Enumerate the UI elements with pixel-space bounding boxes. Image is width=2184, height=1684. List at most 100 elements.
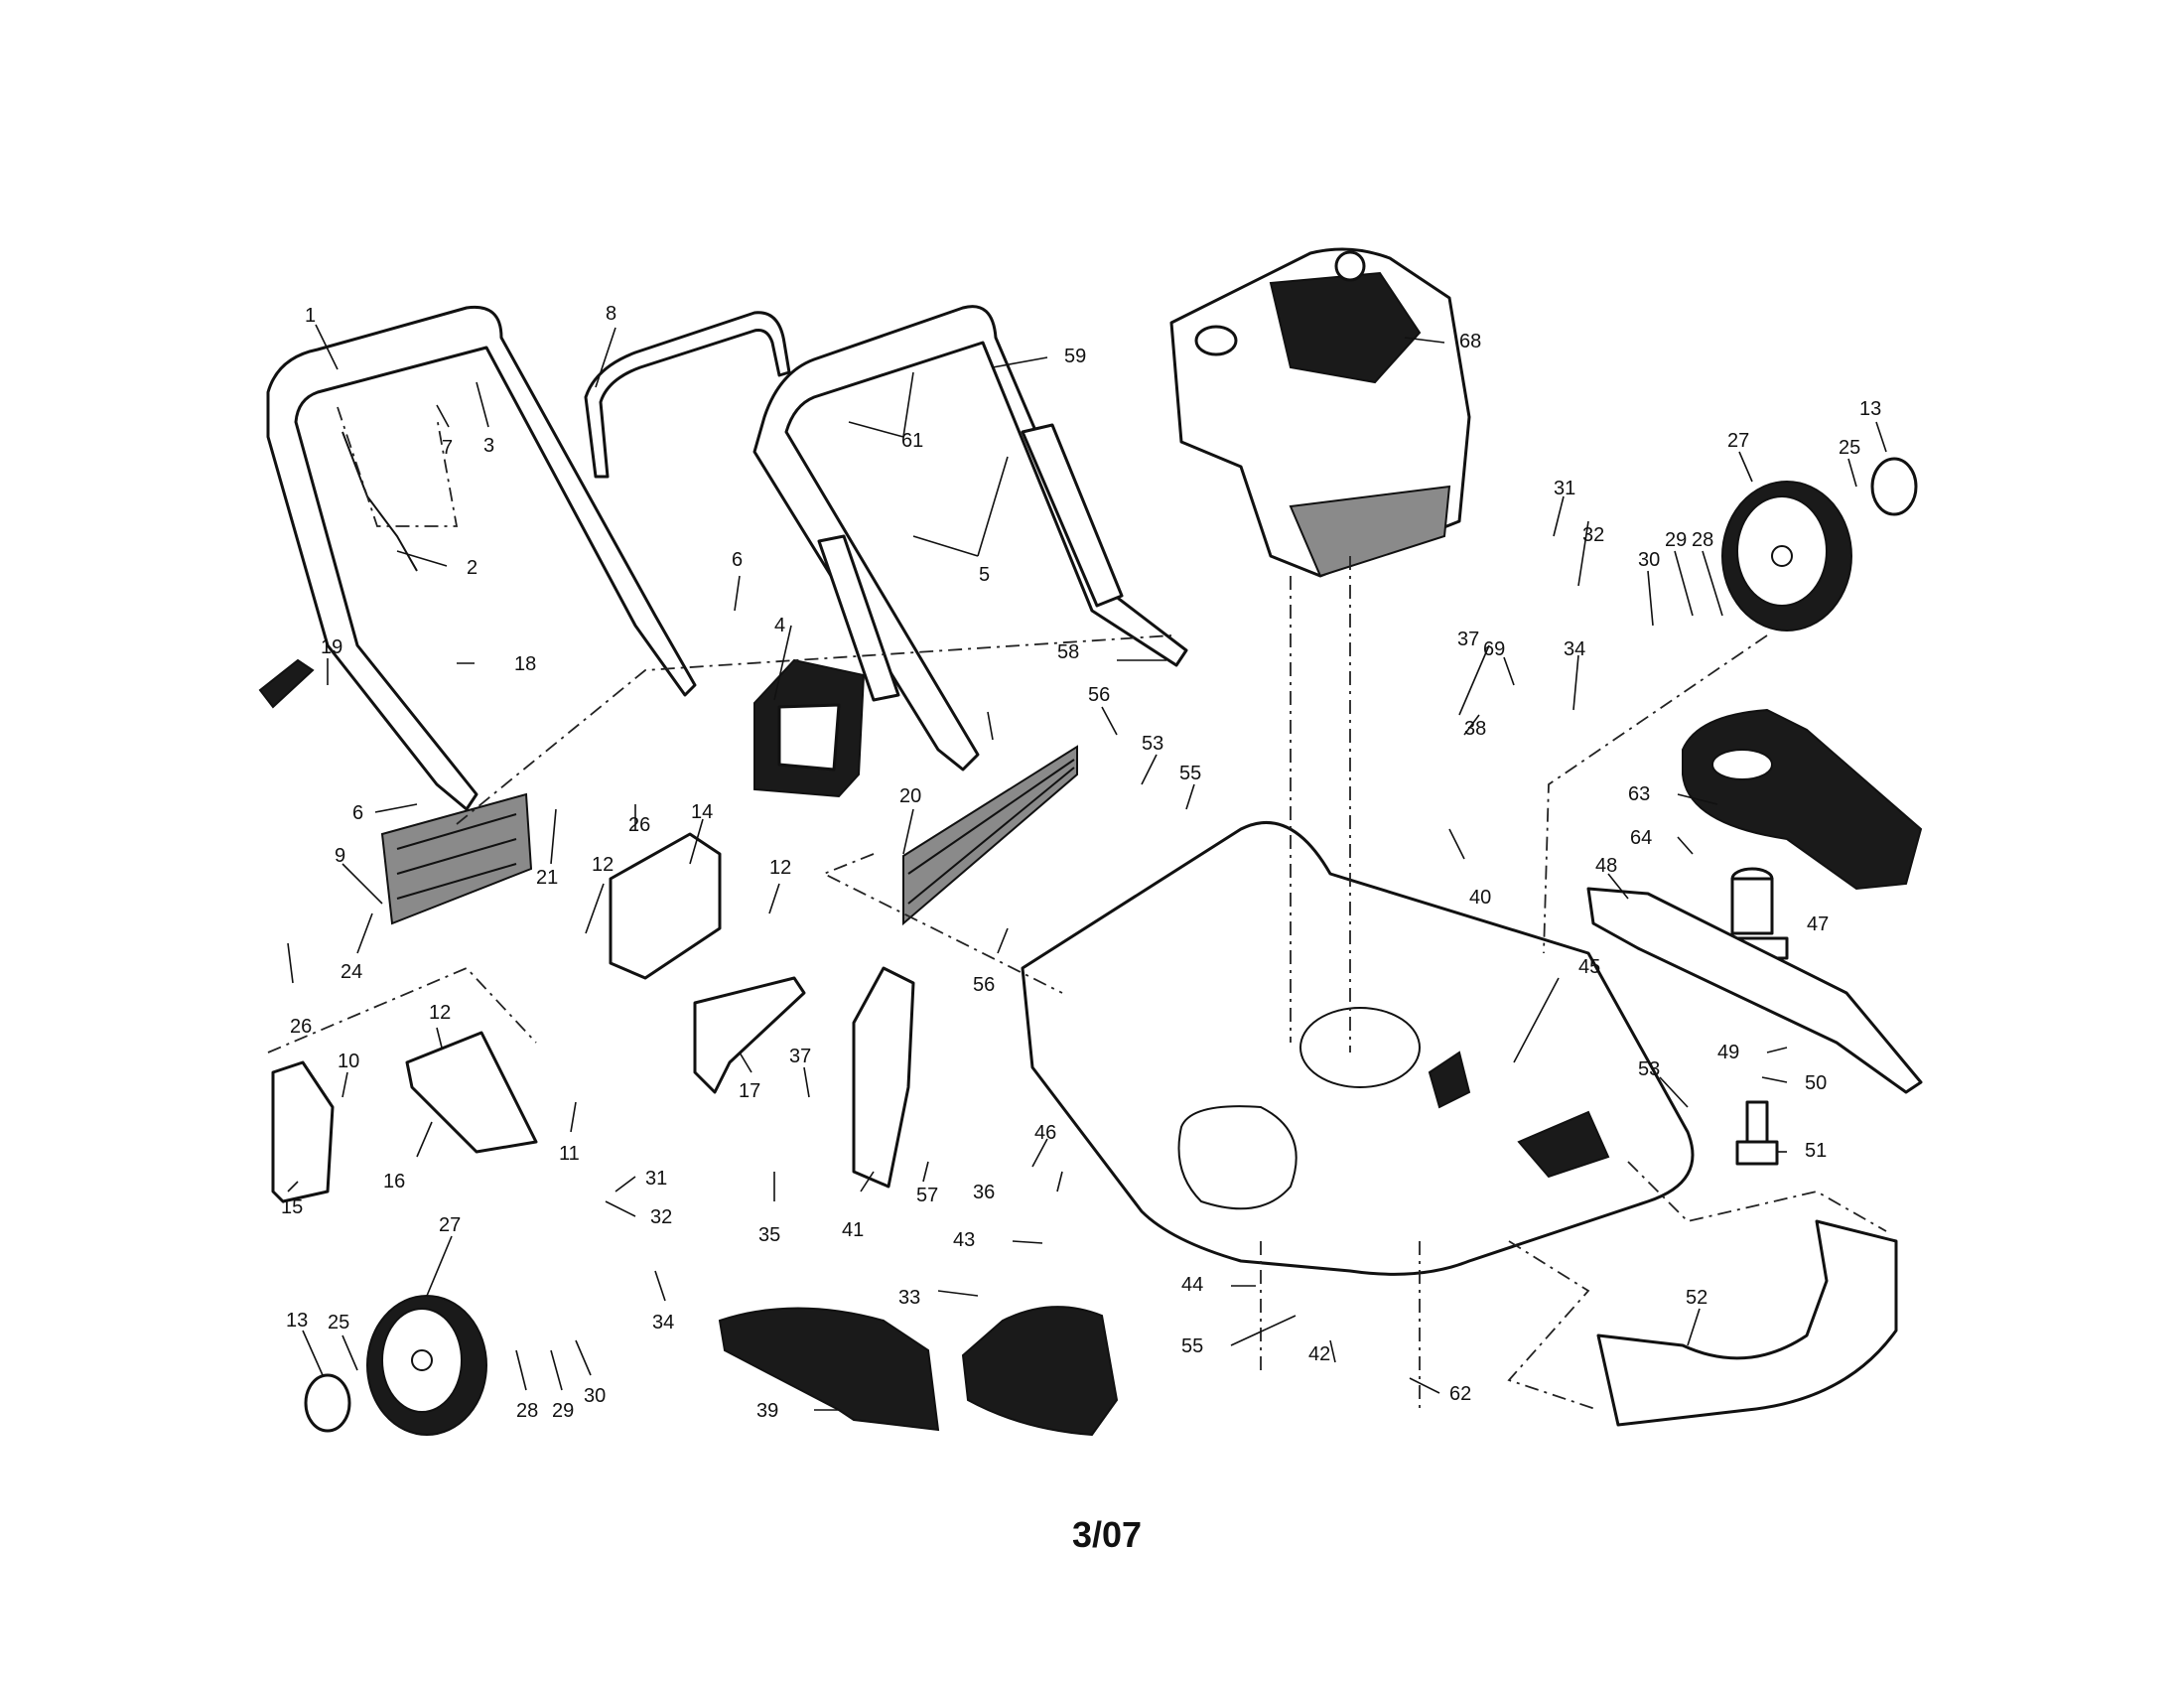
callout-label: 1: [305, 305, 316, 327]
catcher-bag-part: [753, 658, 866, 798]
callout-label: 58: [1057, 641, 1079, 663]
callout-label: 12: [592, 854, 614, 876]
callout-label: 6: [352, 802, 363, 824]
bail-part: [584, 311, 791, 479]
callout-label: 19: [321, 636, 342, 658]
callout-label: 12: [769, 857, 791, 879]
callout-label: 47: [1807, 913, 1829, 935]
control-cable-part: [341, 431, 418, 572]
callout-label: 43: [953, 1229, 975, 1251]
callout-label: 25: [1839, 437, 1860, 459]
side-discharge-38-part: [718, 1307, 940, 1432]
callout-label: 24: [341, 961, 362, 983]
callout-label: 17: [739, 1080, 760, 1102]
callout-label: 16: [383, 1171, 405, 1193]
callout-label: 36: [973, 1182, 995, 1203]
rear-door-part: [380, 792, 533, 925]
callout-label: 56: [973, 974, 995, 996]
bracket-14-part: [609, 832, 722, 980]
callout-label: 18: [514, 653, 536, 675]
callout-label: 37: [789, 1046, 811, 1067]
callout-label: 62: [1449, 1383, 1471, 1405]
callout-label: 29: [552, 1400, 574, 1422]
callout-label: 59: [1064, 346, 1086, 367]
callout-label: 55: [1181, 1335, 1203, 1357]
callout-label: 40: [1469, 887, 1491, 909]
callout-label: 50: [1805, 1072, 1827, 1094]
callout-label: 35: [758, 1224, 780, 1246]
callout-label: 30: [584, 1385, 606, 1407]
assembly-lines: [267, 406, 1887, 1411]
front-hubcap-part: [304, 1373, 351, 1433]
callout-label: 27: [1727, 430, 1749, 452]
callout-label: 52: [1686, 1287, 1707, 1309]
callout-label: 44: [1181, 1274, 1203, 1296]
callout-label: 14: [691, 801, 713, 823]
callout-label: 11: [559, 1143, 580, 1165]
callout-label: 53: [1638, 1058, 1660, 1080]
hinge-bracket-15-part: [271, 1060, 335, 1203]
callout-label: 45: [1578, 956, 1600, 978]
bracket-16-part: [405, 1031, 538, 1154]
callout-label: 53: [1142, 733, 1163, 755]
callout-label: 8: [606, 303, 616, 325]
callout-labels: 1 2 3 4 5 6 6 7 8 9 10 11 12 12 12 13: [281, 303, 1887, 1422]
callout-label: 21: [536, 867, 558, 889]
skirt-part: [1596, 1219, 1898, 1427]
callout-label: 51: [1805, 1140, 1827, 1162]
rear-hubcap-part: [1870, 457, 1918, 516]
callout-label: 57: [916, 1185, 938, 1206]
blade-adapter-part: [1682, 708, 1923, 891]
callout-label: 2: [467, 557, 478, 579]
callout-label: 68: [1459, 331, 1481, 352]
callout-label: 37: [1457, 629, 1479, 650]
callout-label: 26: [290, 1016, 312, 1038]
callout-label: 13: [286, 1310, 308, 1332]
callout-label: 30: [1638, 549, 1660, 571]
callout-label: 7: [442, 437, 453, 459]
callout-label: 27: [439, 1214, 461, 1236]
callout-label: 56: [1088, 684, 1110, 706]
callout-label: 9: [335, 845, 345, 867]
callout-label: 55: [1179, 763, 1201, 784]
callout-label: 25: [328, 1312, 349, 1333]
rear-wheel-part: [1721, 481, 1852, 632]
callout-label: 10: [338, 1051, 359, 1072]
callout-label: 48: [1595, 855, 1617, 877]
callout-label: 5: [979, 564, 990, 586]
side-bracket-40-part: [852, 966, 915, 1189]
mower-deck-part: [1021, 820, 1695, 1276]
callout-label: 69: [1483, 638, 1505, 660]
callout-label: 64: [1630, 827, 1652, 849]
callout-label: 31: [645, 1168, 667, 1190]
callout-label: 42: [1308, 1343, 1330, 1365]
callout-label: 32: [1582, 524, 1604, 546]
callout-label: 34: [652, 1312, 674, 1333]
engine-part: [1169, 247, 1471, 578]
callout-label: 28: [1692, 529, 1713, 551]
callout-label: 39: [756, 1400, 778, 1422]
blade-bolt-part: [1735, 1100, 1779, 1166]
callout-label: 32: [650, 1206, 672, 1228]
revision-date-label: 3/07: [1071, 1514, 1143, 1555]
callout-label: 38: [1464, 718, 1486, 740]
callout-label: 34: [1564, 638, 1585, 660]
callout-label: 31: [1554, 478, 1575, 499]
lower-handle-part: [266, 305, 697, 811]
callout-label: 6: [732, 549, 743, 571]
callout-label: 26: [628, 814, 650, 836]
callout-label: 46: [1034, 1122, 1056, 1144]
callout-label: 63: [1628, 783, 1650, 805]
chute-17-part: [693, 976, 806, 1094]
callout-label: 12: [429, 1002, 451, 1024]
front-wheel-part: [366, 1295, 487, 1436]
callout-label: 61: [901, 430, 923, 452]
callout-label: 49: [1717, 1042, 1739, 1063]
blade-part: [1586, 887, 1923, 1094]
callout-label: 29: [1665, 529, 1687, 551]
callout-label: 13: [1859, 398, 1881, 420]
callout-label: 41: [842, 1219, 864, 1241]
callout-label: 33: [898, 1287, 920, 1309]
